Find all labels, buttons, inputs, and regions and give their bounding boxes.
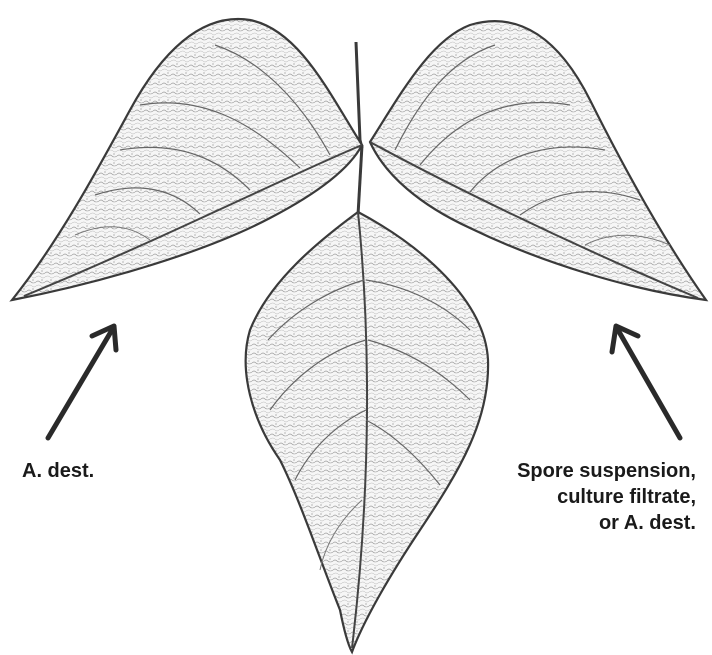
right-arrow bbox=[612, 326, 680, 438]
petiole bbox=[356, 42, 362, 148]
right-label-line-1: Spore suspension, bbox=[517, 458, 696, 484]
right-treatment-label: Spore suspension, culture filtrate, or A… bbox=[517, 458, 696, 536]
left-treatment-label: A. dest. bbox=[22, 458, 94, 484]
left-arrow bbox=[48, 326, 116, 438]
right-label-line-3: or A. dest. bbox=[517, 510, 696, 536]
right-label-line-2: culture filtrate, bbox=[517, 484, 696, 510]
stipule-stem bbox=[358, 145, 362, 215]
center-leaflet bbox=[246, 212, 488, 652]
